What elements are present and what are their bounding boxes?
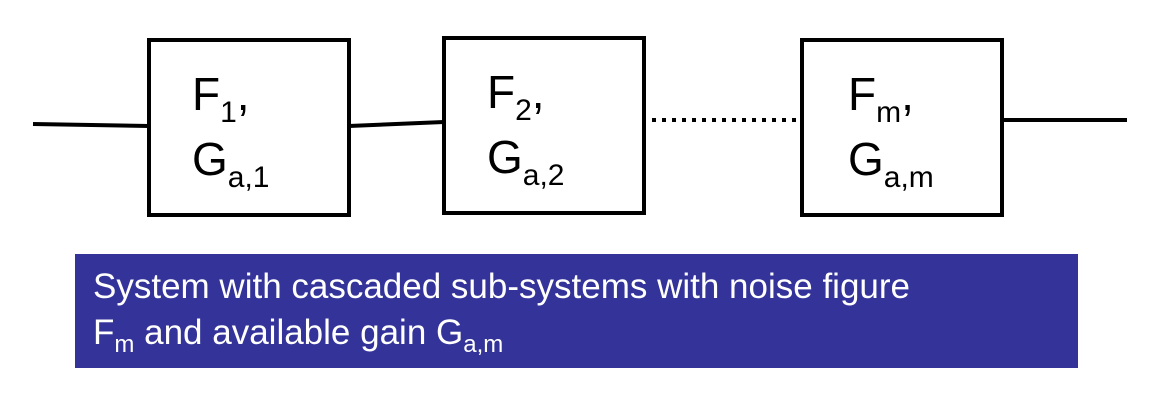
block-2-noise-figure: F2,	[487, 66, 545, 127]
block-m	[800, 38, 1004, 217]
caption-line-2: Fm and available gain Ga,m	[93, 310, 1060, 368]
block-m-gain: Ga,m	[848, 133, 934, 194]
wire-1-2	[348, 120, 445, 128]
caption-f-sub: m	[114, 331, 135, 358]
cascade-diagram: F1, Ga,1 F2, Ga,2 Fm, Ga,m	[32, 36, 1127, 217]
block-1	[147, 38, 351, 217]
block-1-noise-figure: F1,	[192, 68, 250, 129]
caption-box: System with cascaded sub-systems with no…	[75, 254, 1078, 368]
input-wire	[32, 122, 150, 128]
block-2-gain: Ga,2	[487, 131, 565, 192]
caption-line-1: System with cascaded sub-systems with no…	[93, 267, 910, 306]
caption-g-sub: a,m	[463, 331, 504, 358]
caption-middle: and available gain	[134, 313, 437, 352]
block-2	[442, 36, 646, 215]
caption-f-base: F	[93, 313, 115, 352]
block-m-noise-figure: Fm,	[848, 68, 914, 129]
block-1-gain: Ga,1	[192, 133, 270, 194]
caption-g-base: G	[436, 313, 464, 352]
